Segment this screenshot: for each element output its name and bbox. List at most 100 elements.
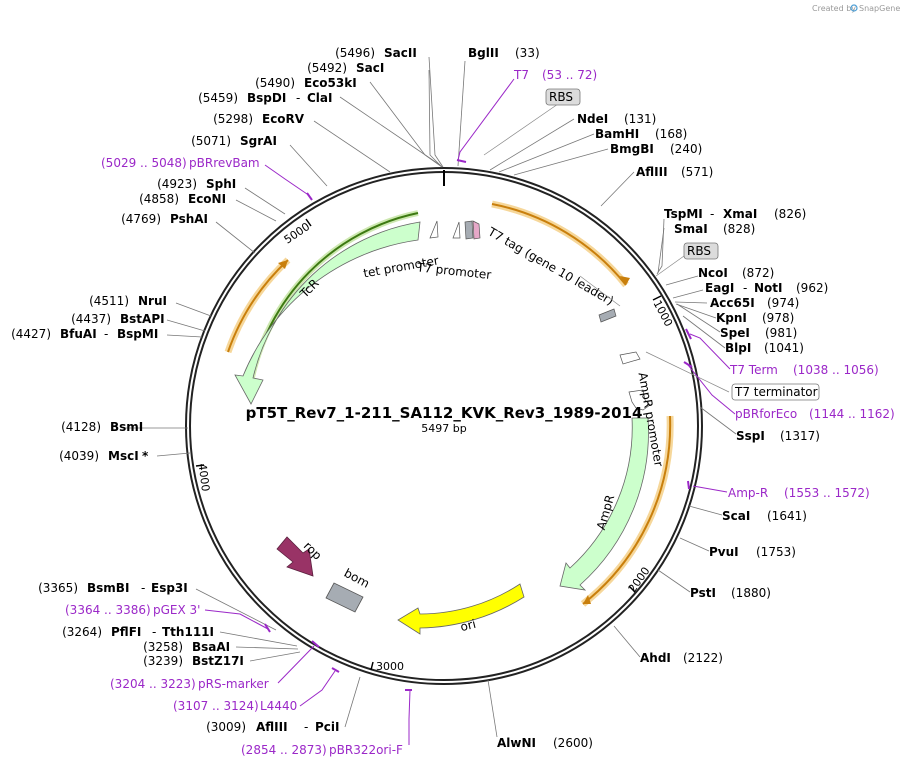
enzyme-pos: (4427) <box>11 327 51 341</box>
tick-label-5000: 5000 <box>282 220 312 246</box>
enzyme-name: EcoRV <box>262 112 305 126</box>
tick-mark-3000 <box>370 661 374 671</box>
enzyme-star: * <box>142 449 149 463</box>
enzyme-pos: (962) <box>796 281 828 295</box>
enzyme-pos: (4437) <box>71 312 111 326</box>
enzyme-name: AflIII <box>636 165 668 179</box>
enzyme-pos: (4128) <box>61 420 101 434</box>
enzyme-pos: (1753) <box>756 545 796 559</box>
primer-range: (3364 .. 3386) <box>65 603 151 617</box>
enzyme-name: EcoNI <box>188 192 226 206</box>
tick-mark-5000 <box>305 218 312 227</box>
tcr-arrow <box>234 221 421 405</box>
rbs-label-box-top <box>545 88 581 106</box>
tick-mark-1000 <box>652 295 662 301</box>
ampr-arrow <box>559 417 649 591</box>
enzyme-sep: - <box>296 91 300 105</box>
enzyme-sep: - <box>304 720 308 734</box>
rop-arrow <box>276 536 314 577</box>
enzyme-name: BstZ17I <box>192 654 244 668</box>
t7-tag-box <box>472 220 481 240</box>
enzyme-name: Esp3I <box>151 581 188 595</box>
enzyme-name: BamHI <box>595 127 639 141</box>
primer-range: (1144 .. 1162) <box>809 407 895 421</box>
enzyme-pos: (3365) <box>38 581 78 595</box>
enzyme-name: PstI <box>690 586 716 600</box>
primer-name: T7 Term <box>729 363 778 377</box>
enzyme-pos: (3009) <box>206 720 246 734</box>
enzyme-pos: (4511) <box>89 294 129 308</box>
enzyme-name: XmaI <box>723 207 757 221</box>
leader-lines-features <box>483 103 730 393</box>
primer-markers <box>204 78 736 745</box>
enzyme-sep: - <box>152 625 156 639</box>
tet-promoter-arrow <box>429 220 439 239</box>
enzyme-name: NotI <box>754 281 783 295</box>
enzyme-pos: (2122) <box>683 651 723 665</box>
tick-label-2000: 2000 <box>626 565 653 595</box>
primer-range: (1553 .. 1572) <box>784 486 870 500</box>
enzyme-name: Tth111I <box>162 625 214 639</box>
enzyme-pos: (1041) <box>764 341 804 355</box>
enzyme-pos: (981) <box>765 326 797 340</box>
tick-mark-4000 <box>195 464 205 467</box>
primer-range: (5029 .. 5048) <box>101 156 187 170</box>
ori-arrow <box>397 583 525 635</box>
enzyme-pos: (4039) <box>59 449 99 463</box>
tick-mark-2000 <box>628 585 636 593</box>
enzyme-name: PvuI <box>709 545 739 559</box>
enzyme-pos: (4858) <box>139 192 179 206</box>
enzyme-name: PshAI <box>170 212 208 226</box>
enzyme-name: EagI <box>705 281 734 295</box>
enzyme-name: AhdI <box>640 651 671 665</box>
enzyme-pos: (872) <box>742 266 774 280</box>
enzyme-pos: (1317) <box>780 429 820 443</box>
enzyme-name: SpeI <box>720 326 750 340</box>
enzyme-name: SgrAI <box>240 134 277 148</box>
enzyme-pos: (131) <box>624 112 656 126</box>
plasmid-name: pT5T_Rev7_1-211_SA112_KVK_Rev3_1989-2014 <box>246 404 643 422</box>
enzyme-name: AlwNI <box>497 736 536 750</box>
primer-range: (3107 .. 3124) <box>173 699 259 713</box>
primer-range: (1038 .. 1056) <box>793 363 879 377</box>
orf-arc-left <box>227 259 289 353</box>
enzyme-name: BspMI <box>117 327 158 341</box>
credit-created-by: Created by <box>812 4 856 13</box>
enzyme-pos: (240) <box>670 142 702 156</box>
enzyme-name: MscI <box>108 449 139 463</box>
enzyme-pos: (1641) <box>767 509 807 523</box>
enzyme-pos: (5298) <box>213 112 253 126</box>
enzyme-name: Acc65I <box>710 296 755 310</box>
enzyme-pos: (1880) <box>731 586 771 600</box>
enzyme-pos: (826) <box>774 207 806 221</box>
enzyme-pos: (5492) <box>307 61 347 75</box>
bom-box <box>325 582 364 613</box>
enzyme-name: AflIII <box>256 720 288 734</box>
enzyme-name: NdeI <box>577 112 608 126</box>
primer-range: (53 .. 72) <box>542 68 597 82</box>
primer-name: L4440 <box>260 699 297 713</box>
orf-arc-top <box>491 203 627 286</box>
enzyme-name: BfuAI <box>60 327 97 341</box>
primer-name: pGEX 3' <box>153 603 200 617</box>
primer-name: pBRforEco <box>735 407 797 421</box>
enzyme-pos: (4769) <box>121 212 161 226</box>
ampr-promoter-arrow <box>628 389 651 411</box>
primer-range: (3204 .. 3223) <box>110 677 196 691</box>
enzyme-sep: - <box>104 327 108 341</box>
enzyme-name: BstAPI <box>120 312 165 326</box>
enzyme-pos: (974) <box>767 296 799 310</box>
enzyme-pos: (5496) <box>335 46 375 60</box>
primer-name: pBR322ori-F <box>329 743 403 757</box>
orf-arc-top-arrowhead <box>620 276 630 285</box>
enzyme-pos: (2600) <box>553 736 593 750</box>
rbs-box-top <box>464 220 474 240</box>
snapgene-logo-icon <box>850 4 858 12</box>
leader-lines-left <box>125 56 444 728</box>
primer-range: (2854 .. 2873) <box>241 743 327 757</box>
enzyme-name: SacII <box>384 46 417 60</box>
enzyme-name: SacI <box>356 61 384 75</box>
enzyme-name: ClaI <box>307 91 332 105</box>
credit-app: SnapGene <box>859 4 900 13</box>
